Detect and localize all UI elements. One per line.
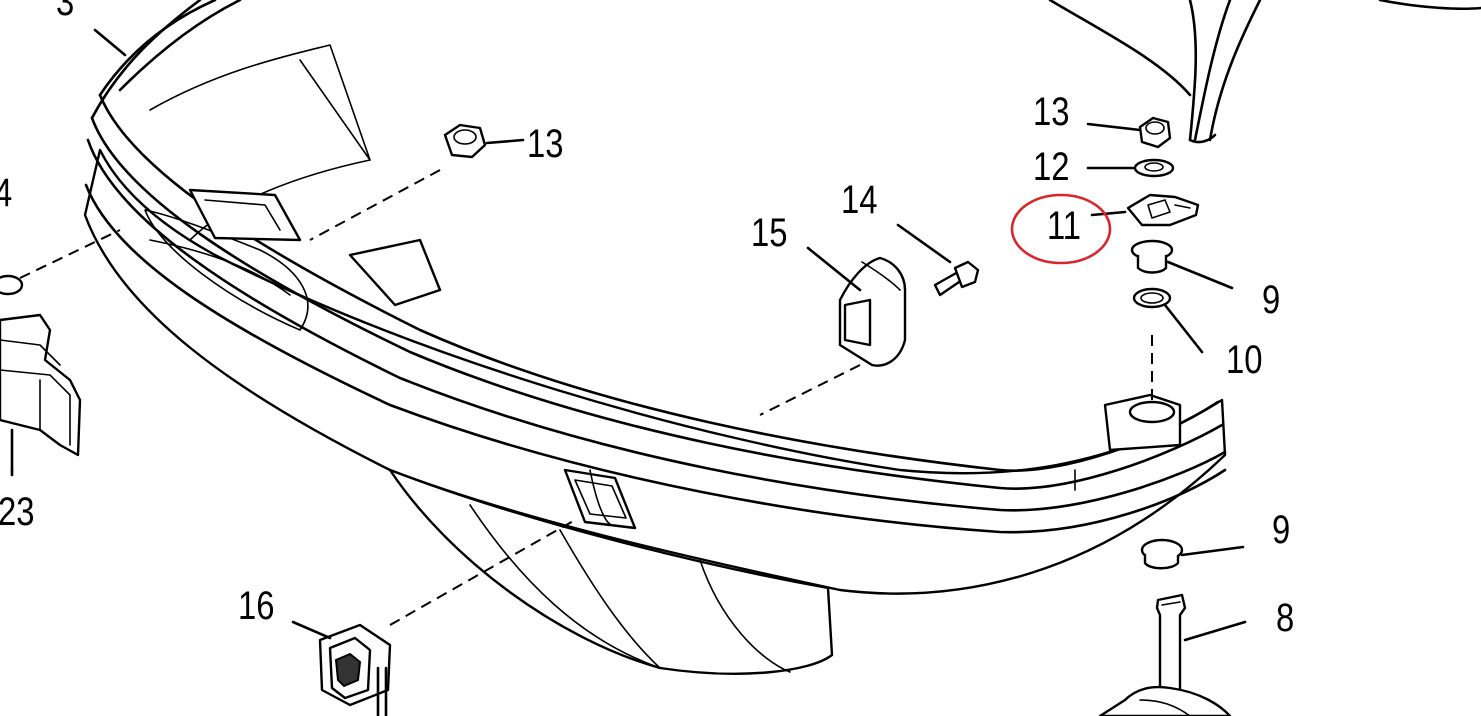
callout-12: 12: [1033, 145, 1070, 189]
callout-14: 14: [841, 178, 878, 222]
callout-11: 11: [1047, 204, 1082, 248]
part-13-nut-left: [309, 123, 525, 241]
part-10-o-ring: [1132, 287, 1204, 400]
callout-9: 9: [1272, 508, 1291, 552]
part-9-bushing-lower: [1140, 538, 1245, 570]
callout-3: 3: [56, 0, 75, 24]
callout-23: 23: [0, 490, 35, 534]
callout-13: 13: [527, 122, 564, 166]
top-cowl-edge: [1048, 0, 1481, 144]
part-16-switch: [291, 519, 576, 716]
callout-4: 4: [0, 173, 12, 213]
part-11-grommet-bracket: [1090, 193, 1200, 227]
callout-9: 9: [1262, 278, 1281, 322]
bottom-cowl: [83, 0, 1227, 675]
callout-13: 13: [1033, 90, 1070, 134]
leader-3: [93, 28, 127, 57]
part-13-nut-right: [1086, 116, 1172, 149]
callout-16: 16: [238, 584, 275, 628]
part-15-clip: [759, 246, 907, 416]
part-12-washer: [1086, 158, 1175, 178]
part-8-pivot-pin: [1098, 593, 1247, 716]
callout-15: 15: [751, 211, 788, 255]
part-14-screw: [896, 223, 980, 297]
callout-10: 10: [1226, 338, 1263, 382]
highlight-circle: [1010, 193, 1112, 265]
side-bracket-assembly: [0, 229, 121, 472]
part-9-bushing-upper: [1130, 239, 1234, 290]
callout-8: 8: [1276, 596, 1295, 640]
